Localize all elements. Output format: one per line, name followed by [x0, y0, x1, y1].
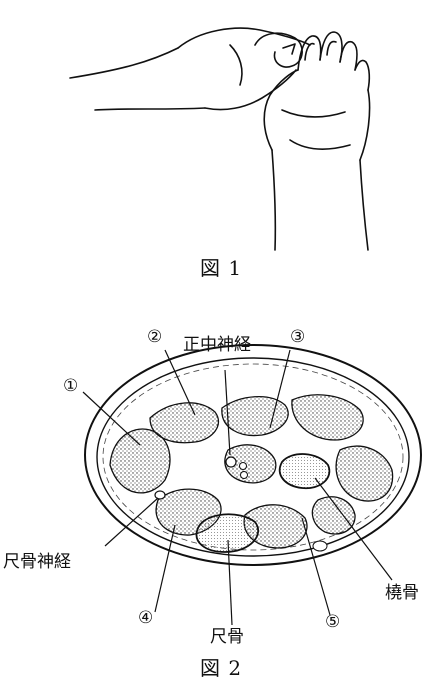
ulna-bone	[195, 513, 260, 553]
right-forearm-left	[271, 149, 277, 251]
left-hand-crease	[229, 44, 243, 86]
leader-1	[82, 391, 141, 446]
vessel-1	[239, 462, 247, 470]
figure-1: 図 1	[0, 0, 448, 280]
leader-4	[154, 524, 176, 613]
wrist-crease	[289, 139, 351, 150]
small-vessel	[312, 540, 328, 552]
figure-2-caption: 図 2	[200, 656, 243, 680]
leader-2	[164, 349, 196, 416]
leader-3	[269, 349, 291, 429]
leader-5	[301, 517, 331, 616]
muscle-lower-right	[311, 496, 356, 535]
right-finger-1	[297, 35, 322, 71]
figure-2: ① ② ③ ④ ⑤ 正中神経 尺骨神経 橈骨 尺骨 図 2	[0, 300, 448, 686]
leader-ulna	[227, 539, 233, 626]
left-forearm-lower	[94, 107, 206, 111]
muscle-center	[224, 444, 277, 484]
marker-1: ①	[63, 376, 79, 396]
muscle-upper-center	[221, 395, 289, 437]
skin-inner	[96, 357, 410, 557]
rotation-arrow	[282, 43, 296, 55]
skin-outer	[84, 344, 422, 566]
left-thumb	[254, 32, 303, 68]
right-finger-2	[319, 31, 343, 63]
marker-5: ⑤	[325, 612, 341, 632]
vessel-2	[240, 471, 248, 479]
leader-ulnar-nerve	[104, 497, 159, 547]
right-finger-3	[339, 40, 358, 71]
right-finger-4	[354, 59, 371, 91]
leader-radius	[314, 477, 393, 581]
right-fingernail-2	[326, 40, 337, 56]
leader-median-nerve	[224, 369, 231, 456]
right-fingernail-1	[304, 42, 315, 61]
label-ulna: 尺骨	[210, 627, 244, 647]
marker-2: ②	[147, 327, 163, 347]
subcutaneous-layer	[102, 363, 404, 551]
right-palm-left	[263, 69, 299, 151]
median-nerve	[225, 456, 237, 468]
left-forearm-upper	[69, 47, 179, 79]
marker-3: ③	[290, 327, 306, 347]
muscle-left	[109, 428, 171, 494]
label-radius: 橈骨	[385, 583, 419, 603]
muscle-right	[335, 445, 394, 502]
hand-illustration	[69, 27, 371, 251]
marker-4: ④	[138, 608, 154, 628]
right-forearm-right	[359, 159, 369, 251]
left-hand-bottom	[204, 69, 297, 111]
figure-1-caption: 図 1	[200, 256, 243, 280]
radius-bone	[278, 453, 331, 490]
muscle-upper-left	[149, 402, 220, 444]
muscle-upper-right	[291, 394, 364, 441]
label-median-nerve: 正中神経	[183, 335, 251, 355]
palm-crease	[281, 109, 346, 118]
wrist-cross-section	[82, 344, 422, 626]
label-ulnar-nerve: 尺骨神経	[3, 552, 71, 572]
right-palm-right	[359, 89, 371, 161]
ulnar-nerve	[154, 490, 166, 500]
